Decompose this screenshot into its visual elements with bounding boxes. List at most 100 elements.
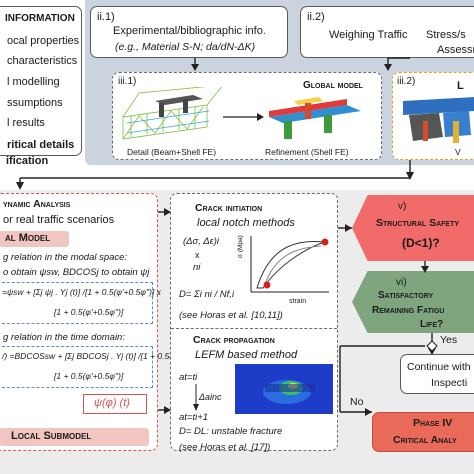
traffic-title: Weighing Traffic: [329, 29, 408, 41]
time-eq-1: /) =BDCOSsw + [Σj BDCOSj . Yj (t)] /[1 +…: [2, 351, 217, 361]
strain-pair: (Δσ, Δε)i: [183, 236, 220, 247]
time-line-1: g relation in the time domain:: [3, 332, 125, 343]
local-label: iii.2): [397, 76, 416, 87]
info-bold-1: ritical details: [7, 139, 75, 151]
modal-equation-box: =ψsw + [Σj ψj . Yj (t)] /[1 + 0.5(φ'+0.5…: [0, 282, 161, 324]
arrow-right-2: [345, 224, 352, 232]
peak-point: [321, 238, 329, 246]
model-title: al Model: [5, 232, 51, 244]
safety-label: v): [398, 201, 407, 212]
global-label: iii.1): [118, 76, 137, 87]
plot-xlabel: strain: [289, 298, 307, 305]
global-title: Global model: [303, 80, 363, 91]
valley-point: [263, 281, 271, 289]
crack-analysis-box: Crack initiation local notch methods (Δσ…: [170, 193, 338, 453]
global-caption-left: Detail (Beam+Shell FE): [127, 147, 217, 157]
modal-eq-2: [1 + 0.5(φ'+0.5φ'')]: [54, 307, 124, 317]
initiation-ref: (see Horas et al. [10,11]): [179, 310, 283, 321]
arrow-right-1: [164, 208, 171, 216]
dynamic-analysis-box: ynamic Analysis or real traffic scenario…: [0, 193, 217, 451]
refined-model: [269, 97, 361, 139]
truss-wireframe-blue: [126, 110, 210, 134]
phase4-subtitle: Critical Analy: [393, 434, 457, 446]
assess-text: Assessm: [437, 44, 474, 56]
dynamic-subtitle: or real traffic scenarios: [3, 214, 115, 226]
structural-safety-decision: [352, 195, 474, 261]
damage-sum: D= Σi ni / Nf,i: [179, 289, 235, 300]
crack-initiation-method: local notch methods: [197, 217, 295, 229]
crack-initiation-title: Crack initiation: [195, 202, 263, 214]
fatigue-title-3: Life?: [420, 319, 444, 330]
arrow-down-3: [16, 182, 24, 190]
divider-line: [171, 328, 337, 329]
yes-label: Yes: [440, 334, 458, 346]
deck-detail: [155, 95, 203, 117]
global-model-figure: [122, 87, 361, 140]
info-item-5: l results: [7, 117, 45, 129]
information-title: INFORMATION: [5, 13, 75, 24]
arrow-down-1: [191, 64, 199, 71]
continue-line-2: Inspecti: [431, 377, 468, 389]
local-caption: V: [455, 147, 461, 157]
modal-line-2: o obtain ψsw, BDCOSj to obtain ψj: [3, 267, 150, 278]
time-equation-box: /) =BDCOSsw + [Σj BDCOSj . Yj (t)] /[1 +…: [0, 346, 217, 388]
hysteresis-plot: [250, 236, 329, 293]
global-model-box: iii.1) Global model: [112, 72, 382, 160]
local-model-figure: [403, 97, 474, 143]
psi-label: ψ(φ) (t): [94, 397, 130, 409]
info-item-4: ssumptions: [7, 97, 63, 109]
a-end: at=ti+1: [179, 412, 209, 423]
arrow-refine: [223, 113, 264, 121]
propagation-method: LEFM based method: [195, 349, 298, 361]
modal-eq-1: =ψsw + [Σj ψj . Yj (t)] /[1 + 0.5(φ'+0.5…: [2, 287, 161, 297]
crack-propagation-title: Crack propagation: [193, 334, 275, 346]
no-label: No: [350, 396, 364, 408]
fe-crack-image: [235, 364, 333, 414]
info-item-2: characteristics: [7, 55, 78, 67]
a-start: at=ti: [179, 372, 198, 383]
truss-wireframe: [122, 87, 222, 140]
continue-line-1: Continue with: [407, 361, 471, 373]
local-submodel-title: Local Submodel: [11, 430, 92, 442]
arrow-right-4: [164, 406, 171, 414]
info-bold-2: ification: [6, 155, 49, 167]
traffic-box: ii.2) Weighing Traffic Stress/s Assessm: [300, 6, 474, 58]
ni-label: ni: [193, 262, 201, 273]
local-model-box: iii.2) L V: [392, 72, 474, 160]
info-item-3: l modelling: [7, 76, 60, 88]
arrow-down-5: [421, 266, 429, 273]
exp-label: ii.1): [97, 11, 115, 23]
fatigue-title-2: Remaining Fatigu: [372, 305, 445, 316]
arrow-right-3: [365, 408, 372, 416]
safety-title: Structural Safety: [376, 217, 460, 229]
time-eq-2: [1 + 0.5(φ'+0.5φ'')]: [54, 371, 124, 381]
traffic-label: ii.2): [307, 11, 325, 23]
continue-inspection-box: Continue with Inspecti: [400, 354, 474, 394]
phase4-box: Phase IV Critical Analy: [372, 412, 474, 452]
decision-diamond: [426, 340, 438, 352]
global-caption-right: Refinement (Shell FE): [265, 147, 349, 157]
modal-line-1: g relation in the modal space:: [3, 252, 128, 263]
arrow-down-2: [384, 64, 392, 71]
experimental-info-box: ii.1) Experimental/bibliographic info. (…: [90, 6, 288, 58]
delta-a: Δainc: [199, 392, 222, 402]
propagation-ref: (see Horas et al. [17]): [179, 442, 271, 453]
exp-formula: (e.g., Material S-N; da/dN-ΔK): [115, 41, 256, 53]
safety-condition: (D<1)?: [402, 236, 440, 250]
exp-title: Experimental/bibliographic info.: [113, 25, 266, 37]
propagation-arrow: [193, 384, 199, 411]
local-title: L: [457, 80, 464, 92]
global-model-tag: al Model: [0, 231, 69, 247]
arrow-down-4: [406, 172, 414, 180]
fatigue-label: vi): [396, 277, 407, 288]
times-sign: x: [195, 250, 200, 260]
local-submodel-bar: Local Submodel: [0, 428, 149, 446]
unstable-fracture: D= DL: unstable fracture: [179, 426, 283, 437]
fatigue-life-decision: [352, 271, 474, 333]
info-item-1: ocal properties: [7, 35, 80, 47]
psi-box: ψ(φ) (t): [83, 394, 147, 414]
dynamic-title: ynamic Analysis: [3, 198, 71, 210]
phase4-title: Phase IV: [413, 417, 453, 429]
information-panel: INFORMATION ocal properties characterist…: [0, 6, 82, 156]
